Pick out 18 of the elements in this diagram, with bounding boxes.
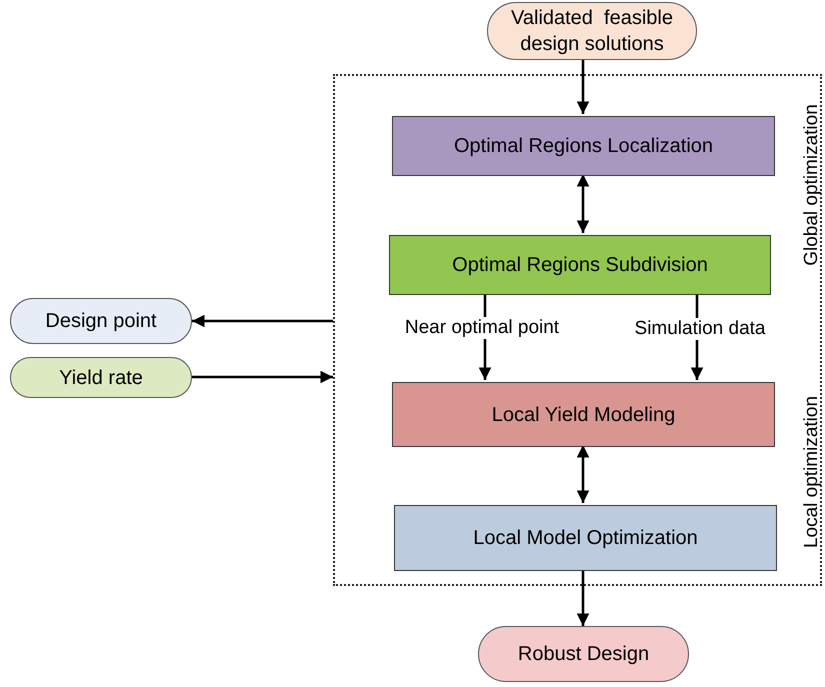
arrow [576,569,590,626]
process-box: Optimal Regions Localization [392,116,775,176]
process-box: Local Yield Modeling [392,382,775,447]
terminal-pill: Robust Design [478,626,689,682]
process-box: Local Model Optimization [394,505,777,571]
arrow [192,370,333,384]
terminal-pill: Design point [10,298,192,344]
arrow [192,314,333,328]
dotted-frame [333,74,822,586]
process-box: Optimal Regions Subdivision [389,235,771,295]
arrow [576,445,590,503]
edge-label: Simulation data [632,318,768,340]
terminal-pill: Yield rate [10,357,192,398]
arrow [576,60,590,114]
arrow [576,174,590,233]
side-label: Global optimization [801,104,823,266]
side-label: Local optimization [801,396,823,548]
terminal-pill: Validated feasible design solutions [487,2,697,60]
